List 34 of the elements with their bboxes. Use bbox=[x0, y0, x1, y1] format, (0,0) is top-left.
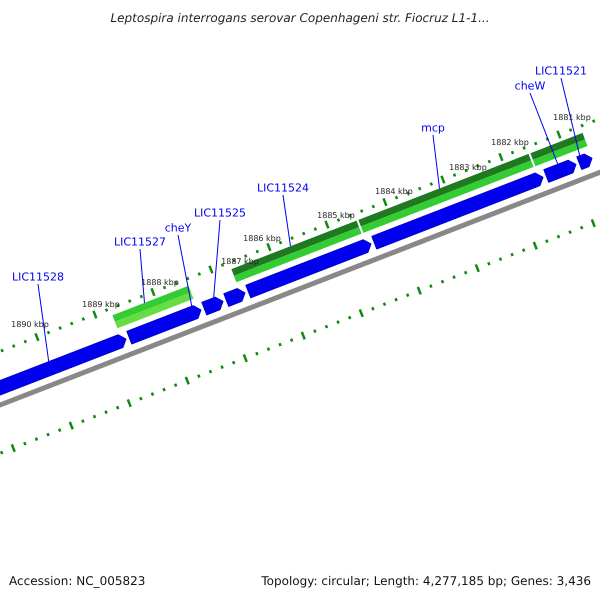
gene-feature bbox=[576, 154, 593, 170]
gene-label: cheY bbox=[164, 222, 192, 234]
leader-line bbox=[282, 194, 291, 247]
leader-line bbox=[178, 234, 192, 306]
gene-label: mcp bbox=[421, 122, 445, 134]
gene-bar bbox=[530, 132, 588, 166]
footer-text: Topology: circular; Length: 4,277,185 bp; Genes: 3,436 bbox=[261, 575, 591, 587]
leader-line bbox=[38, 284, 50, 362]
gene-label: cheW bbox=[514, 80, 546, 92]
gene-label: LIC11528 bbox=[12, 272, 64, 282]
gene-bar bbox=[358, 154, 534, 233]
leader-line bbox=[213, 220, 220, 298]
gene-label: LIC11525 bbox=[194, 208, 246, 218]
gene-feature bbox=[201, 296, 224, 316]
title: Leptospira interrogans serovar Copenhageni str. Fiocruz L1-1... bbox=[110, 12, 490, 24]
gene-feature bbox=[0, 334, 127, 396]
gene-feature bbox=[543, 160, 577, 183]
tick-label: 1884 kbp bbox=[375, 188, 413, 196]
gene-label: LIC11521 bbox=[534, 66, 588, 76]
gene-feature bbox=[223, 288, 246, 307]
leader-line bbox=[432, 134, 440, 189]
tick-label: 1889 kbp bbox=[82, 301, 120, 309]
tick-label: 1885 kbp bbox=[317, 212, 355, 220]
gene-feature bbox=[371, 172, 544, 250]
tick-label: 1883 kbp bbox=[449, 164, 487, 172]
leader-line bbox=[140, 248, 145, 304]
leader-line bbox=[530, 92, 558, 164]
tick-label: 1882 kbp bbox=[491, 139, 529, 147]
footer-text: Accession: NC_005823 bbox=[9, 575, 146, 587]
gene-label: LIC11524 bbox=[256, 182, 310, 194]
tick-label: 1886 kbp bbox=[243, 235, 281, 243]
gene-feature bbox=[126, 305, 202, 345]
leader-line bbox=[560, 78, 580, 156]
gene-label: LIC11527 bbox=[114, 236, 166, 248]
